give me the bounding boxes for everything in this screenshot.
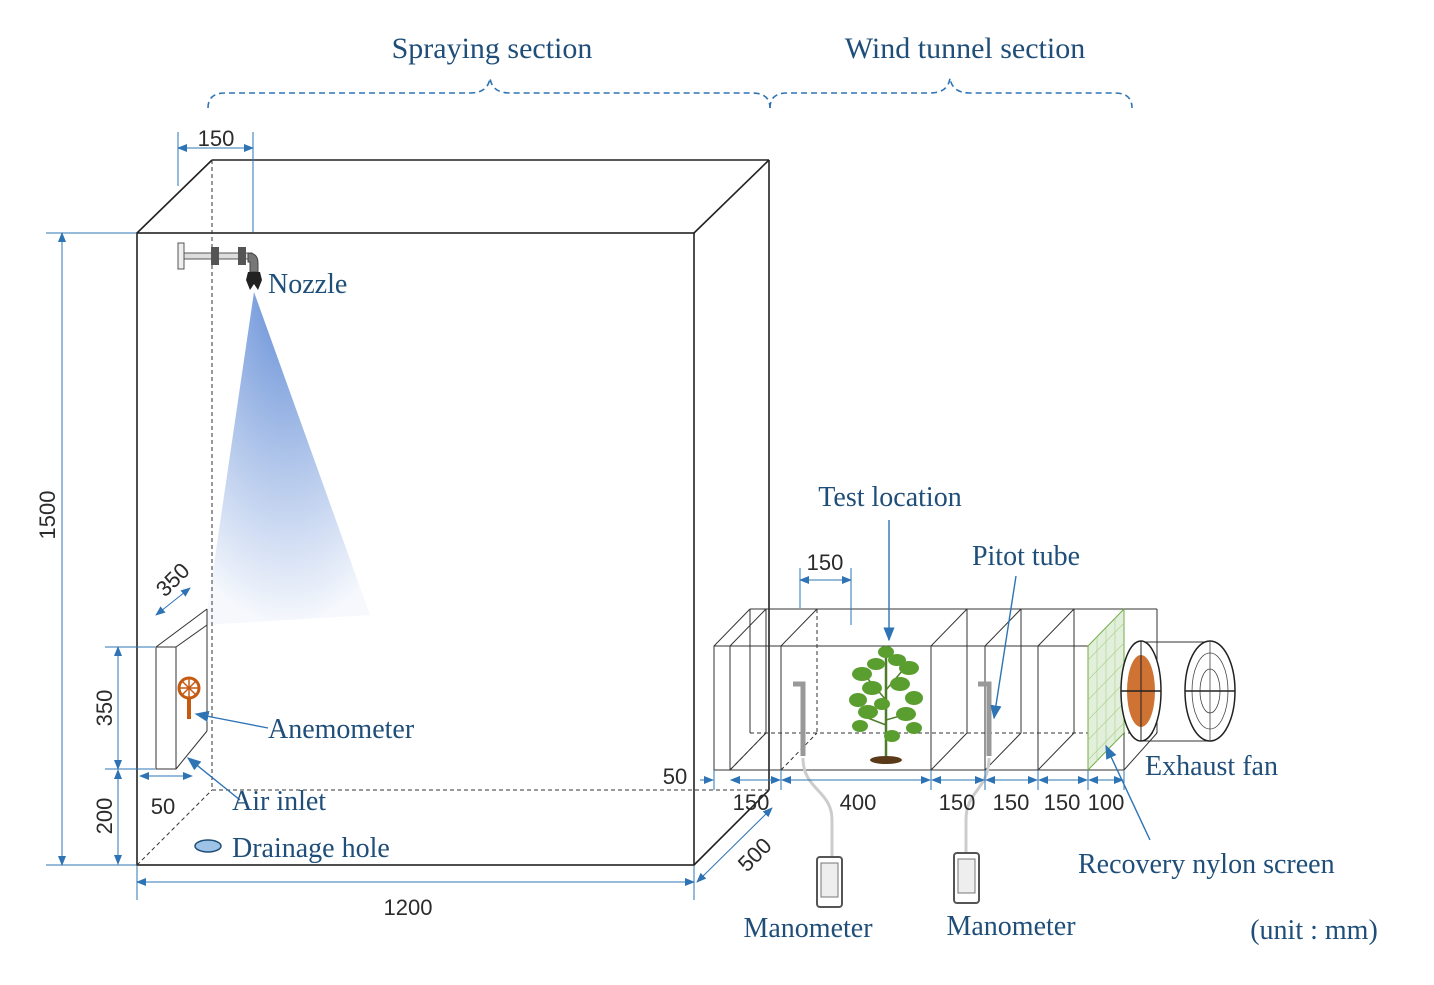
dim-duct-5: 150 [1044,790,1081,815]
air-inlet-label: Air inlet [232,786,326,817]
plant-icon [849,646,923,764]
manometer-2-icon [953,852,980,904]
dim-inlet-depth: 350 [151,558,195,602]
spray-cone [205,292,370,625]
manometer-1-icon [816,856,843,908]
dim-duct-3: 150 [939,790,976,815]
dim-inlet-bottom: 200 [92,798,117,835]
dim-height: 1500 [35,491,60,540]
drainage-hole-label: Drainage hole [232,833,390,864]
unit-label: (unit : mm) [1250,915,1378,946]
dim-nozzle-offset: 150 [198,126,235,151]
spraying-section-brace [207,77,771,109]
pitot-tube-icon [978,681,992,756]
nozzle-icon [246,272,262,290]
spraying-section-label: Spraying section [392,32,593,65]
anemometer-label: Anemometer [268,714,415,745]
dim-inlet-height: 350 [92,690,117,727]
dim-test-offset: 150 [807,550,844,575]
wind-tunnel-section-brace [769,77,1133,109]
dim-duct-2: 400 [840,790,877,815]
dim-duct-6: 100 [1088,790,1125,815]
manometer-2-label: Manometer [946,911,1076,942]
recovery-screen-label: Recovery nylon screen [1078,849,1335,880]
manometer-1-label: Manometer [743,913,873,944]
wind-tunnel-section-label: Wind tunnel section [845,32,1085,65]
pitot-tube-label: Pitot tube [972,541,1080,572]
drainage-hole-icon [194,839,222,853]
dim-inlet-offset: 50 [151,794,175,819]
air-inlet-box [155,608,208,770]
nozzle-label: Nozzle [268,269,347,300]
nozzle-assembly [177,242,262,290]
nylon-screen [1087,607,1125,772]
exhaust-fan-icon [1120,640,1236,742]
dim-length: 1200 [384,895,433,920]
dim-duct-4: 150 [993,790,1030,815]
test-location-label: Test location [818,482,961,513]
dim-duct-1: 150 [733,790,770,815]
dim-duct-gap: 50 [663,764,687,789]
exhaust-fan-label: Exhaust fan [1145,751,1278,782]
anemometer-icon [177,676,201,719]
dim-width: 500 [733,833,777,877]
